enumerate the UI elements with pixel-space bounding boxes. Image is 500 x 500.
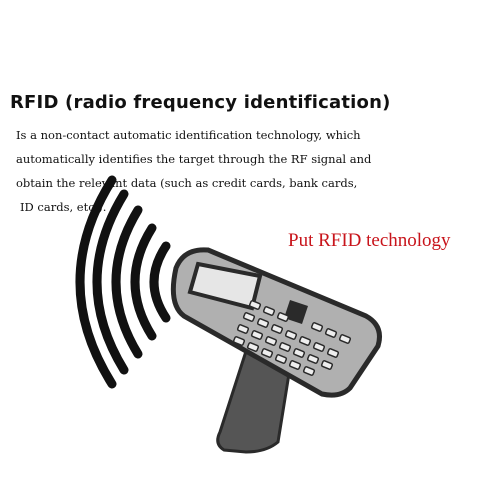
signal-wave-3 (111, 205, 143, 359)
tagline-text: Put RFID technology (288, 230, 451, 251)
device-keypad (232, 300, 352, 376)
signal-wave-4 (92, 189, 129, 375)
signal-wave-1 (149, 241, 171, 323)
description-line-2: automatically identifies the target thro… (16, 152, 372, 166)
rfid-handheld-reader-icon (170, 247, 382, 454)
description-line-3: obtain the relevant data (such as credit… (16, 176, 358, 190)
signal-wave-2 (130, 223, 157, 341)
device-handle (216, 343, 294, 454)
rf-signal-waves-icon (75, 175, 171, 389)
device-nav-pad (284, 300, 308, 324)
description-line-4: ID cards, etc.). (20, 200, 107, 214)
signal-wave-5 (75, 175, 117, 389)
description-line-1: Is a non-contact automatic identificatio… (16, 128, 361, 142)
page-title: RFID (radio frequency identification) (10, 92, 391, 113)
device-screen (187, 261, 263, 311)
